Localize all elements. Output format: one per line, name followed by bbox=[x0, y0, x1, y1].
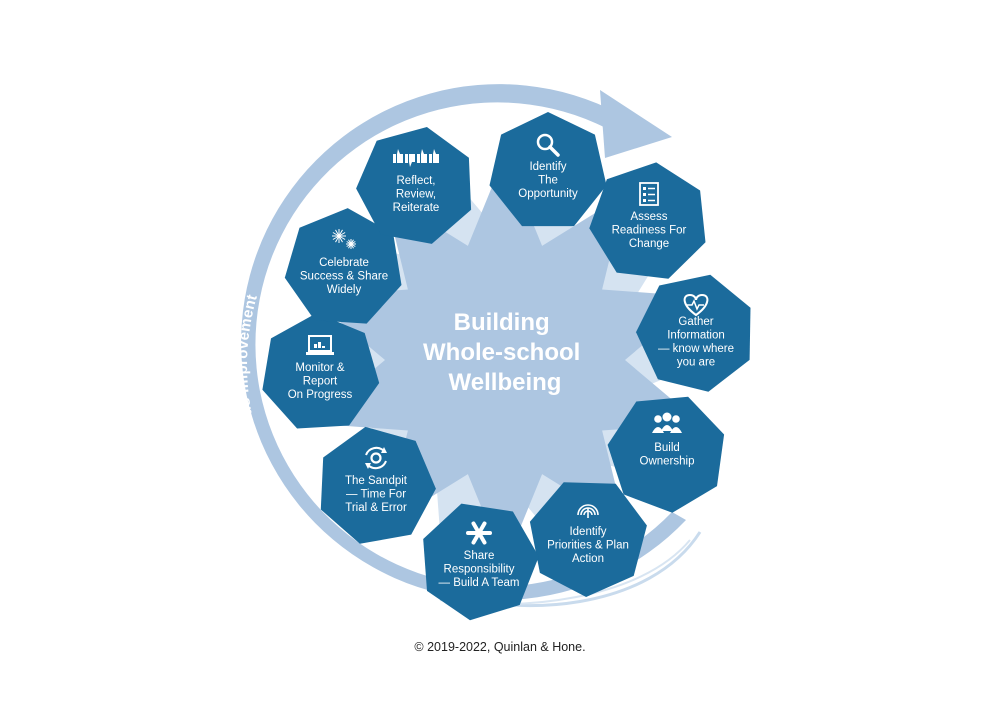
step-label-line: Share bbox=[464, 550, 495, 562]
step-label-line: Identify bbox=[529, 161, 566, 173]
fingerprint-icon bbox=[577, 504, 599, 518]
team-hands-icon bbox=[466, 521, 492, 545]
step-label-line: Monitor & bbox=[295, 362, 345, 374]
step-label-line: Ownership bbox=[640, 456, 695, 468]
step-label-line: Build bbox=[654, 442, 680, 454]
step-label-line: Change bbox=[629, 238, 669, 250]
arrow-head-icon bbox=[600, 90, 672, 158]
step-label-line: Assess bbox=[630, 211, 667, 223]
diagram-canvas: Continuous Improvement Building Whole-sc… bbox=[241, 84, 751, 621]
step-label-line: — know where bbox=[658, 343, 734, 355]
checklist-icon bbox=[639, 182, 659, 206]
step-label-line: The bbox=[538, 175, 558, 187]
center-title-line: Whole-school bbox=[423, 339, 580, 366]
step-label-line: Opportunity bbox=[518, 188, 578, 200]
step-label-line: Readiness For bbox=[612, 225, 687, 237]
center-title-line: Building bbox=[454, 309, 550, 336]
step-label-line: Responsibility bbox=[444, 564, 515, 576]
step-label-line: Widely bbox=[327, 284, 362, 296]
magnifier-icon bbox=[536, 133, 560, 157]
step-label: Reflect, Review,Reiterate bbox=[393, 175, 440, 214]
step-label-line: Information bbox=[667, 330, 725, 342]
step-label-line: — Build A Team bbox=[439, 577, 520, 589]
step-hexagon: Reflect, Review,Reiterate bbox=[356, 127, 472, 244]
step-label-line: Review, bbox=[396, 189, 436, 201]
step-label-line: Report bbox=[303, 376, 338, 388]
step-label-line: — Time For bbox=[346, 489, 406, 501]
step-label-line: Trial & Error bbox=[345, 502, 407, 514]
fireworks-icon bbox=[332, 229, 356, 249]
step-label-line: you are bbox=[677, 357, 715, 369]
step-label-line: Priorities & Plan bbox=[547, 540, 629, 552]
center-title: Building Whole-school Wellbeing bbox=[423, 309, 587, 396]
step-label-line: On Progress bbox=[288, 389, 353, 401]
step-label-line: Celebrate bbox=[319, 257, 369, 269]
step-label-line: Reiterate bbox=[393, 202, 440, 214]
thumbs-icon bbox=[393, 149, 439, 167]
step-label-line: Gather bbox=[678, 316, 713, 328]
step-label-line: The Sandpit bbox=[345, 475, 408, 487]
center-title-line: Wellbeing bbox=[449, 369, 562, 396]
step-label-line: Action bbox=[572, 553, 604, 565]
copyright-notice: © 2019-2022, Quinlan & Hone. bbox=[414, 640, 586, 654]
step-label-line: Success & Share bbox=[300, 271, 388, 283]
step-label-line: Reflect, bbox=[397, 175, 436, 187]
heart-pulse-icon bbox=[683, 293, 709, 317]
group-icon bbox=[652, 412, 682, 433]
cycle-gear-icon bbox=[365, 446, 387, 470]
step-label-line: Identify bbox=[569, 526, 606, 538]
laptop-chart-icon bbox=[306, 335, 334, 355]
